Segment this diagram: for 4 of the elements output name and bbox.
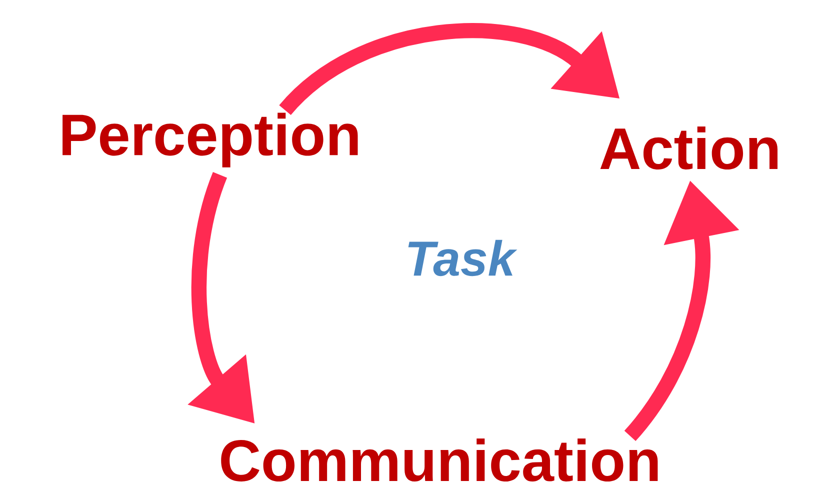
node-label: Communication [221, 438, 658, 482]
center-label: Task [408, 240, 518, 276]
node-label: Perception [62, 112, 358, 168]
node-label: Action [600, 126, 778, 170]
